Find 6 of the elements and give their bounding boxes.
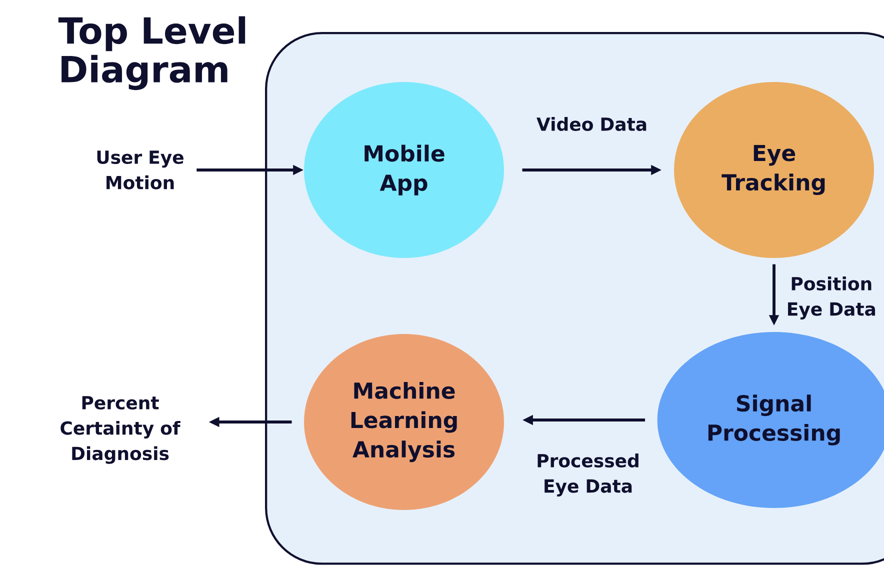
edge-label: Video Data [536,117,646,131]
edge-label: Processed Eye Data [538,454,638,496]
title: Top Level Diagram [58,16,246,90]
io-label: Percent Certainty of Diagnosis [60,396,180,464]
io-label: User Eye Motion [97,150,184,190]
edge-label: Position Eye Data [788,276,876,320]
